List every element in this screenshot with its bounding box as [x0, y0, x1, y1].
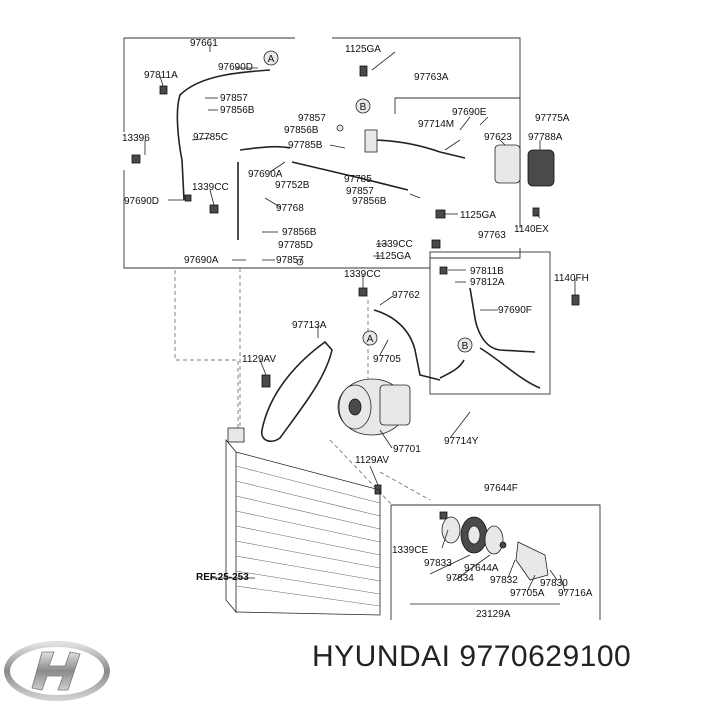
callout-97834: 97834: [446, 573, 474, 584]
callout-1129AV: 1129AV: [355, 455, 389, 466]
clutch-assembly: [441, 516, 549, 581]
callout-97857: 97857: [346, 186, 374, 197]
callout-97623: 97623: [484, 132, 512, 143]
callout-1339CE: 1339CE: [392, 545, 428, 556]
callout-97785: 97785: [344, 174, 372, 185]
connector-badge-b-top: B: [355, 98, 371, 114]
condenser: [225, 427, 381, 616]
callout-1125GA: 1125GA: [460, 210, 496, 221]
connector-badge-a-top: A: [263, 50, 279, 66]
callout-97661: 97661: [190, 38, 218, 49]
callout-97705: 97705: [373, 354, 401, 365]
callout-97762: 97762: [392, 290, 420, 301]
callout-97857: 97857: [276, 255, 304, 266]
brand-footer: [0, 620, 720, 720]
leader-lines: [144, 44, 576, 605]
callout-97775A: 97775A: [535, 113, 570, 124]
callout-97690A: 97690A: [248, 169, 283, 180]
callout-1140EX: 1140EX: [514, 224, 549, 235]
callout-97785D: 97785D: [278, 240, 313, 251]
hyundai-logo-icon: [4, 641, 110, 701]
callout-1125GA: 1125GA: [375, 251, 411, 262]
hose-group-outline: [394, 97, 520, 114]
callout-97690D: 97690D: [124, 196, 159, 207]
callout-23129A: 23129A: [476, 609, 511, 620]
callout-97856B: 97856B: [282, 227, 317, 238]
callout-97811B: 97811B: [470, 266, 504, 277]
callout-97705A: 97705A: [510, 588, 545, 599]
callout-97832: 97832: [490, 575, 518, 586]
callout-97644F: 97644F: [484, 483, 518, 494]
callout-97785B: 97785B: [288, 140, 323, 151]
callout-97856B: 97856B: [284, 125, 319, 136]
dryer-and-bracket: [364, 129, 555, 187]
callout-97833: 97833: [424, 558, 452, 569]
callout-97644A: 97644A: [464, 563, 499, 574]
ac-system-exploded-diagram: A B A B: [122, 37, 601, 620]
upper-group-outline: [123, 37, 521, 269]
suction-hose-group-outline: [429, 251, 551, 395]
callout-97856B: 97856B: [220, 105, 255, 116]
reference-label: REF.25-253: [196, 572, 249, 583]
callout-97690D: 97690D: [218, 62, 253, 73]
callout-97713A: 97713A: [292, 320, 327, 331]
callout-97763A: 97763A: [414, 72, 449, 83]
callout-1125GA: 1125GA: [345, 44, 381, 55]
callout-1339CC: 1339CC: [344, 269, 381, 280]
compressor: [337, 378, 411, 436]
callout-labels: 97661 1125GA 97811A 97690D 97763A 97857 …: [122, 38, 593, 620]
callout-97830: 97830: [540, 578, 568, 589]
callout-97752B: 97752B: [275, 180, 310, 191]
callout-97811A: 97811A: [144, 70, 178, 81]
callout-97714M: 97714M: [418, 119, 454, 130]
callout-97856B: 97856B: [352, 196, 387, 207]
callout-97857: 97857: [298, 113, 326, 124]
callout-97857: 97857: [220, 93, 248, 104]
svg-text:B: B: [360, 102, 367, 113]
refrigerant-pipes: [176, 69, 541, 389]
callout-97690E: 97690E: [452, 107, 487, 118]
connector-badge-a-low: A: [362, 330, 378, 346]
callout-97785C: 97785C: [193, 132, 228, 143]
callout-97768: 97768: [276, 203, 304, 214]
callout-97701: 97701: [393, 444, 421, 455]
brand-caption: HYUNDAI 9770629100: [312, 640, 632, 673]
callout-97763: 97763: [478, 230, 506, 241]
callout-97812A: 97812A: [470, 277, 505, 288]
callout-97788A: 97788A: [528, 132, 563, 143]
callout-97690A: 97690A: [184, 255, 219, 266]
callout-13396: 13396: [122, 133, 150, 144]
callout-1339CC: 1339CC: [376, 239, 413, 250]
drive-belt: [260, 340, 333, 442]
svg-text:A: A: [268, 54, 275, 65]
clutch-group-outline: [390, 504, 601, 620]
fasteners: [131, 65, 580, 520]
callout-97714Y: 97714Y: [444, 436, 479, 447]
callout-97716A: 97716A: [558, 588, 593, 599]
connector-badge-b-low: B: [457, 337, 473, 353]
callout-97690F: 97690F: [498, 305, 532, 316]
callout-1140FH: 1140FH: [554, 273, 589, 284]
svg-text:B: B: [462, 341, 469, 352]
svg-text:A: A: [367, 334, 374, 345]
callout-1339CC: 1339CC: [192, 182, 229, 193]
callout-1129AV: 1129AV: [242, 354, 276, 365]
